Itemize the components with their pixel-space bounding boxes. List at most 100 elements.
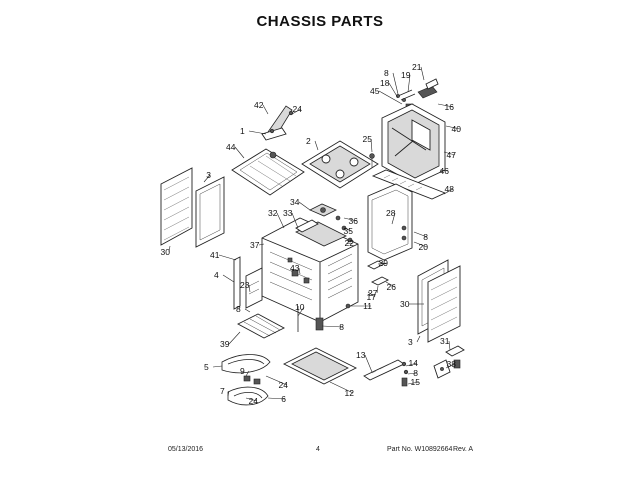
callout-number: 24 <box>293 104 303 114</box>
leader-line <box>248 284 251 293</box>
leader-line <box>321 325 344 328</box>
bracket-part-42 <box>261 105 294 141</box>
callout-number: 13 <box>356 350 366 360</box>
callout-number: 27 <box>368 288 378 298</box>
leader-line <box>445 125 461 130</box>
callout-number: 1 <box>240 126 245 136</box>
leader-line <box>385 281 396 288</box>
leader-line <box>377 262 388 265</box>
bake-element-tray-part-44 <box>231 148 305 196</box>
callout-number: 8 <box>384 68 389 78</box>
leader-line <box>298 201 311 211</box>
callout-number: 38 <box>447 359 457 369</box>
footer-date: 05/13/2016 <box>168 446 204 453</box>
oven-cavity-part-22 <box>261 217 359 323</box>
callout-number: 21 <box>412 62 422 72</box>
callout-number: 46 <box>440 166 450 176</box>
leader-line <box>443 151 456 156</box>
callout-number: 15 <box>411 377 421 387</box>
callout-number: 48 <box>445 184 455 194</box>
leader-line <box>345 242 354 245</box>
leader-line <box>445 363 456 369</box>
leader-line <box>297 306 305 317</box>
callout-number: 7 <box>220 386 225 396</box>
leader-line <box>262 104 269 115</box>
callout-number: 12 <box>345 388 355 398</box>
callout-number: 25 <box>363 134 373 144</box>
callout-number: 45 <box>370 86 380 96</box>
leader-line <box>443 188 454 195</box>
leader-line <box>227 390 230 397</box>
callout-number: 8 <box>413 368 418 378</box>
callout-number: 24 <box>249 396 259 406</box>
leader-line <box>378 90 403 105</box>
callout-number: 26 <box>387 282 397 292</box>
callout-number: 30 <box>400 299 410 309</box>
callout-number: 22 <box>345 238 355 248</box>
leader-line <box>258 243 265 246</box>
callout-number: 10 <box>295 302 305 312</box>
bake-element-part-5 <box>221 354 271 374</box>
leader-line <box>407 74 411 93</box>
callout-number: 5 <box>204 362 209 372</box>
control-bracket-part-16 <box>396 78 439 109</box>
callout-number: 30 <box>161 247 171 257</box>
leader-line <box>291 108 302 115</box>
leader-line <box>218 254 237 261</box>
leader-line <box>416 335 421 343</box>
screws-part-36 <box>335 215 353 243</box>
callout-number: 6 <box>281 394 286 404</box>
leader-line <box>388 82 399 99</box>
screw-part-25 <box>369 153 375 168</box>
side-insulation-part-30-right <box>427 265 461 343</box>
callout-number: 19 <box>401 70 411 80</box>
leader-line <box>392 72 399 95</box>
callout-number: 32 <box>268 208 278 218</box>
leader-line <box>234 146 245 159</box>
leader-line <box>413 231 428 238</box>
leader-line <box>437 103 454 108</box>
hinge-receivers-part-26 <box>366 260 390 286</box>
leader-line <box>407 381 420 385</box>
leader-line <box>245 397 258 402</box>
leader-line <box>276 212 285 229</box>
callout-number: 35 <box>344 226 354 236</box>
callout-number: 36 <box>349 216 359 226</box>
leader-line <box>448 340 451 351</box>
leader-line <box>228 331 241 345</box>
side-insulation-part-30-left <box>160 167 193 246</box>
callout-number: 47 <box>447 150 457 160</box>
callout-number: 18 <box>380 78 390 88</box>
screw-part-11 <box>345 303 351 309</box>
leader-line <box>391 212 396 225</box>
footer-part-number: Part No. W10892664 <box>387 446 453 453</box>
leader-line <box>370 138 373 153</box>
hardware-parts-14-15 <box>401 361 409 387</box>
callout-number: 9 <box>240 366 245 376</box>
callout-number: 40 <box>452 124 462 134</box>
front-frame-part-4 <box>233 256 241 310</box>
leader-line <box>405 362 418 367</box>
callout-number: 44 <box>226 142 236 152</box>
rear-panel-part-47 <box>381 103 446 185</box>
callout-number: 16 <box>445 102 455 112</box>
leader-line <box>376 285 379 294</box>
callout-number: 17 <box>367 292 377 302</box>
burner-part-10 <box>297 306 324 332</box>
callout-number: 31 <box>440 336 450 346</box>
callout-number: 3 <box>206 170 211 180</box>
leader-line <box>267 397 286 400</box>
leader-line <box>291 212 299 229</box>
callout-number: 3 <box>408 337 413 347</box>
leader-line <box>439 169 449 172</box>
footer-revision: Rev. A <box>453 446 474 453</box>
callout-number: 28 <box>386 208 396 218</box>
callout-number: 37 <box>250 240 260 250</box>
leveling-leg-part-31 <box>445 345 465 369</box>
oven-rack-part-39 <box>237 313 285 339</box>
leader-line <box>203 174 211 183</box>
callout-number: 24 <box>279 380 289 390</box>
insulation-wrap-part-28 <box>367 183 413 261</box>
